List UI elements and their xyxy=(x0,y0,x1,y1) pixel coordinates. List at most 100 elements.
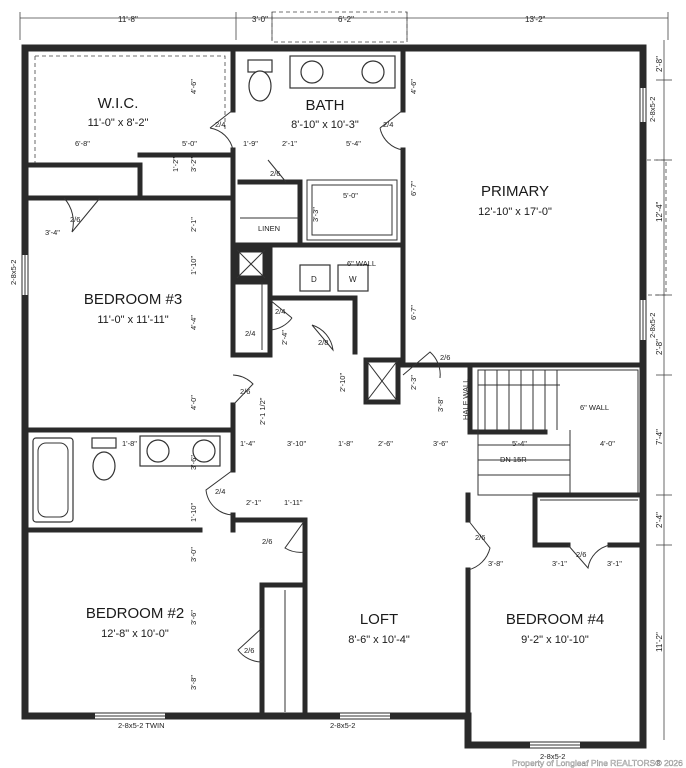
dim-int-33: 1'-11" xyxy=(284,498,303,507)
dim-int-26: 2'-6" xyxy=(378,439,393,448)
bedroom3-name: BEDROOM #3 xyxy=(84,291,182,308)
dim-int-23: 1'-4" xyxy=(240,439,255,448)
bedroom2-size: 12'-8" x 10'-0" xyxy=(101,628,169,640)
doors xyxy=(63,109,611,663)
dim-int-4: 2'-1" xyxy=(282,139,297,148)
dim-int-3: 1'-9" xyxy=(243,139,258,148)
dim-int-24: 3'-10" xyxy=(287,439,306,448)
door-label-4: 2/6 xyxy=(70,215,80,224)
door-label-5: 2/4 xyxy=(275,307,285,316)
dim-int-6: 4'-6" xyxy=(189,79,198,94)
top-dimensions: 11'-8" 3'-0" 6'-2" 13'-2" xyxy=(19,11,669,43)
interior-dimensions: 6'-8" 5'-0" 1'-9" 2'-1" 5'-4" 4'-6" 4'-6… xyxy=(45,79,622,690)
dim-int-31: 3'-6" xyxy=(189,455,198,470)
dim-int-25: 1'-8" xyxy=(338,439,353,448)
dim-int-14: 1'-10" xyxy=(189,256,198,275)
exterior-walls xyxy=(21,44,647,749)
wic-name: W.I.C. xyxy=(98,95,139,112)
washer-icon xyxy=(337,264,369,292)
window-label-right-mid: 2-8x5-2 xyxy=(648,313,657,338)
dim-top-4: 13'-2" xyxy=(525,15,546,24)
dim-int-28: 5'-4" xyxy=(512,439,527,448)
door-label-7: 2/8 xyxy=(318,338,328,347)
door-label-11: 2/6 xyxy=(262,537,272,546)
dim-int-30: 1'-8" xyxy=(122,439,137,448)
door-label-9: 2/6 xyxy=(440,353,450,362)
interior-walls xyxy=(22,45,646,748)
dim-int-17: 6'-7" xyxy=(409,305,418,320)
dim-int-15: 4'-4" xyxy=(189,315,198,330)
dim-int-35: 3'-0" xyxy=(189,547,198,562)
dim-top-3: 6'-2" xyxy=(338,15,354,24)
linen-label: LINEN xyxy=(258,224,280,233)
fixtures: D W xyxy=(91,55,396,481)
bedroom2-name: BEDROOM #2 xyxy=(86,605,184,622)
dim-int-21: 4'-0" xyxy=(189,395,198,410)
misc-labels: LINEN 5'-0" 6" WALL 6" WALL HALF WALL DN… xyxy=(9,97,657,761)
dim-top-1: 11'-8" xyxy=(118,15,138,24)
dim-int-9: 3'-2" xyxy=(189,157,198,172)
primary-size: 12'-10" x 17'-0" xyxy=(478,206,552,218)
half-wall-label: HALF WALL xyxy=(461,379,470,420)
dim-int-32: 2'-1" xyxy=(246,498,261,507)
dim-right-2: 12'-4" xyxy=(655,201,664,222)
stair-label: DN 15R xyxy=(500,455,527,464)
wall-6in-label-stair: 6" WALL xyxy=(580,403,609,412)
dim-int-22: 2'-1 1/2" xyxy=(258,397,267,425)
door-label-8: 2/6 xyxy=(240,387,250,396)
shower-dim: 5'-0" xyxy=(343,191,358,200)
dim-int-27: 3'-6" xyxy=(433,439,448,448)
dim-int-2: 5'-0" xyxy=(182,139,197,148)
door-label-3: 2/6 xyxy=(270,169,280,178)
dim-top-2: 3'-0" xyxy=(252,15,268,24)
dim-int-37: 3'-1" xyxy=(552,559,567,568)
window-label-bottom-left: 2-8x5-2 TWIN xyxy=(118,721,165,730)
dim-int-39: 3'-6" xyxy=(189,610,198,625)
bath-size: 8'-10" x 10'-3" xyxy=(291,119,359,131)
dim-int-29: 4'-0" xyxy=(600,439,615,448)
dim-int-11: 2'-1" xyxy=(189,217,198,232)
door-label-12: 2/6 xyxy=(244,646,254,655)
bedroom4-name: BEDROOM #4 xyxy=(506,611,604,628)
door-label-14: 2/6 xyxy=(576,550,586,559)
door-label-2: 2/4 xyxy=(383,120,393,129)
dim-int-10: 3'-4" xyxy=(45,228,60,237)
door-labels: 2/4 2/4 2/6 2/6 2/4 2/4 2/8 2/6 2/6 2/4 … xyxy=(70,120,586,655)
washer-label: W xyxy=(349,275,357,284)
dim-int-18: 2'-10" xyxy=(338,373,347,392)
dim-right-5: 2'-4" xyxy=(655,512,664,528)
right-dimensions: 2'-8" 12'-4" 2'-8" 7'-4" 2'-4" 11'-2" xyxy=(639,40,672,740)
wic-size: 11'-0" x 8'-2" xyxy=(88,117,149,129)
dim-int-8: 1'-2" xyxy=(171,157,180,172)
dim-right-4: 7'-4" xyxy=(655,429,664,445)
loft-size: 8'-6" x 10'-4" xyxy=(348,634,410,646)
primary-name: PRIMARY xyxy=(481,183,549,200)
dim-int-5: 5'-4" xyxy=(346,139,361,148)
window-label-bottom-right: 2-8x5-2 xyxy=(540,752,565,761)
door-label-6: 2/4 xyxy=(245,329,255,338)
dim-int-19: 2'-3" xyxy=(409,375,418,390)
dim-int-16: 2'-4" xyxy=(280,330,289,345)
dim-int-12: 3'-3" xyxy=(311,207,320,222)
dim-int-40: 3'-8" xyxy=(189,675,198,690)
bedroom4-size: 9'-2" x 10'-10" xyxy=(521,634,589,646)
window-label-right-top: 2-8x5-2 xyxy=(648,97,657,122)
dim-int-34: 1'-10" xyxy=(189,503,198,522)
bedroom3-size: 11'-0" x 11'-11" xyxy=(97,314,168,326)
dim-int-7: 4'-6" xyxy=(409,79,418,94)
dim-int-38: 3'-1" xyxy=(607,559,622,568)
watermark: Property of Longleaf Pine REALTORS® 2026 xyxy=(512,758,683,768)
door-label-1: 2/4 xyxy=(215,120,225,129)
loft-name: LOFT xyxy=(360,611,398,628)
dim-right-6: 11'-2" xyxy=(655,632,664,652)
window-label-bottom-mid: 2-8x5-2 xyxy=(330,721,355,730)
wall-6in-label-top: 6" WALL xyxy=(347,259,376,268)
dim-int-1: 6'-8" xyxy=(75,139,90,148)
dim-int-36: 3'-8" xyxy=(488,559,503,568)
door-label-13: 2/6 xyxy=(475,533,485,542)
room-labels: W.I.C. 11'-0" x 8'-2" BATH 8'-10" x 10'-… xyxy=(84,95,604,646)
dim-int-13: 6'-7" xyxy=(409,181,418,196)
dim-int-20: 3'-8" xyxy=(436,397,445,412)
dim-right-1: 2'-8" xyxy=(655,56,664,72)
